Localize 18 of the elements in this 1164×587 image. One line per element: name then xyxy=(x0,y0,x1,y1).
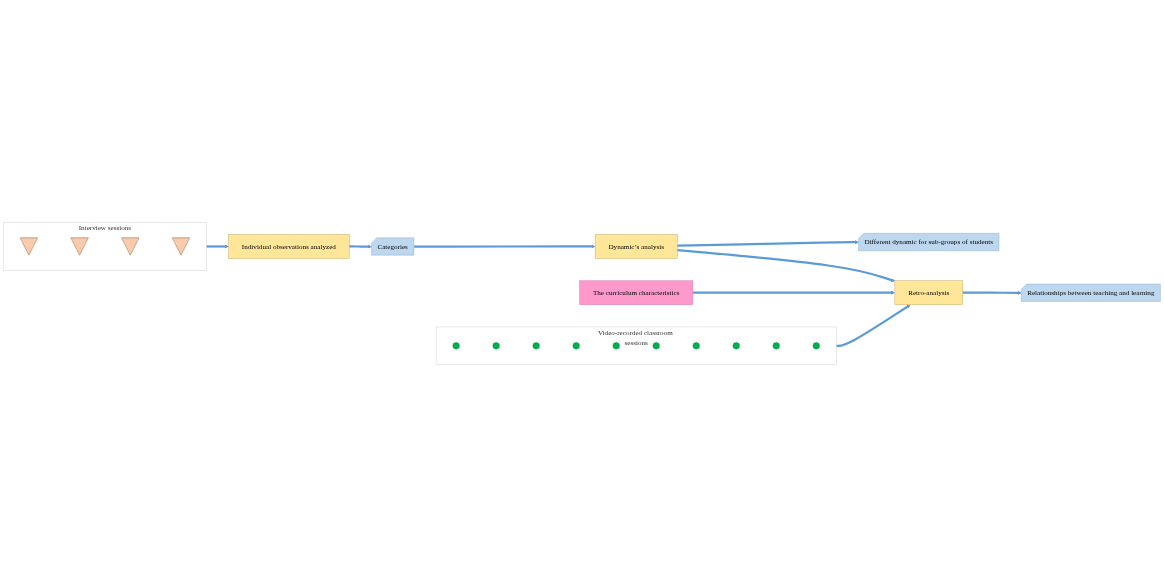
arrow xyxy=(677,249,896,282)
node-circle xyxy=(452,342,460,350)
arrow xyxy=(677,240,859,247)
node-circle xyxy=(492,342,500,350)
node-circle xyxy=(612,342,620,350)
node-circle xyxy=(532,342,540,350)
arrow xyxy=(836,304,911,347)
node-circle xyxy=(652,342,660,350)
arrow xyxy=(349,244,372,249)
node-circle xyxy=(812,342,820,350)
node-circle xyxy=(692,342,700,350)
arrow xyxy=(414,244,596,249)
arrow xyxy=(692,290,896,295)
arrow xyxy=(206,244,229,249)
node-circle xyxy=(772,342,780,350)
node-circle xyxy=(732,342,740,350)
arrow xyxy=(962,290,1022,295)
node-circle xyxy=(572,342,580,350)
